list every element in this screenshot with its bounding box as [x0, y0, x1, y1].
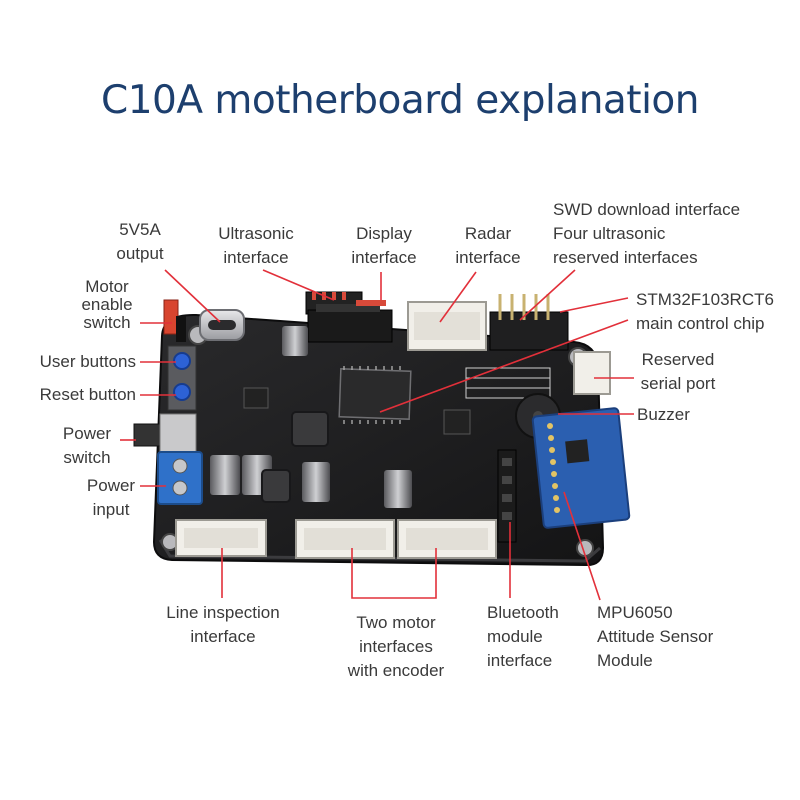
label-display-interface: Display interface [351, 224, 417, 267]
motor-enable-jumper [163, 299, 179, 335]
leader-line [379, 319, 629, 413]
label-power-switch: Power switch [62, 424, 112, 467]
line-inspection-connector [175, 519, 267, 557]
user-button [173, 352, 191, 370]
label-power-input: Power input [86, 476, 136, 519]
inductor [291, 411, 329, 447]
label-motor-enable-switch: Motor enable switch [81, 277, 133, 332]
leader-lines [120, 269, 634, 601]
label-line-inspection-interface: Line inspection interface [166, 603, 280, 646]
label-bluetooth-module-interface: Bluetooth module interface [487, 603, 559, 670]
stm32-chip [338, 366, 412, 424]
swd-pin-header [489, 294, 569, 351]
label-reset-button: Reset button [39, 385, 136, 404]
motor-connector-2 [397, 519, 497, 559]
label-reserved-serial-port: Reserved serial port [640, 350, 716, 393]
label-mpu6050-module: MPU6050 Attitude Sensor Module [597, 603, 714, 670]
label-two-motor-interfaces: Two motor interfaces with encoder [347, 613, 445, 680]
label-5v5a-output: 5V5A output [116, 220, 164, 263]
bluetooth-header [497, 449, 517, 543]
label-stm32-chip: STM32F103RCT6 main control chip [636, 290, 774, 333]
page-title: C10A motherboard explanation [100, 78, 700, 123]
motor-connector-1 [295, 519, 395, 559]
power-terminal-block [157, 451, 203, 505]
power-switch [133, 423, 161, 447]
leader-line [563, 491, 601, 601]
display-header [307, 300, 393, 343]
inductor [261, 469, 291, 503]
mpu6050-module [531, 407, 631, 529]
leader-line [519, 269, 576, 321]
pin-label-table [465, 367, 551, 399]
leader-line [262, 269, 335, 301]
label-ultrasonic-interface: Ultrasonic interface [218, 224, 294, 267]
leader-line [559, 297, 629, 313]
leader-line [439, 271, 477, 323]
label-swd-interface: SWD download interface Four ultrasonic r… [553, 200, 741, 267]
serial-port-connector [573, 351, 611, 395]
leader-line [164, 269, 221, 323]
label-buzzer: Buzzer [637, 405, 690, 424]
reset-button [173, 383, 191, 401]
label-radar-interface: Radar interface [455, 224, 521, 267]
leader-line [351, 548, 437, 599]
label-user-buttons: User buttons [39, 352, 136, 371]
